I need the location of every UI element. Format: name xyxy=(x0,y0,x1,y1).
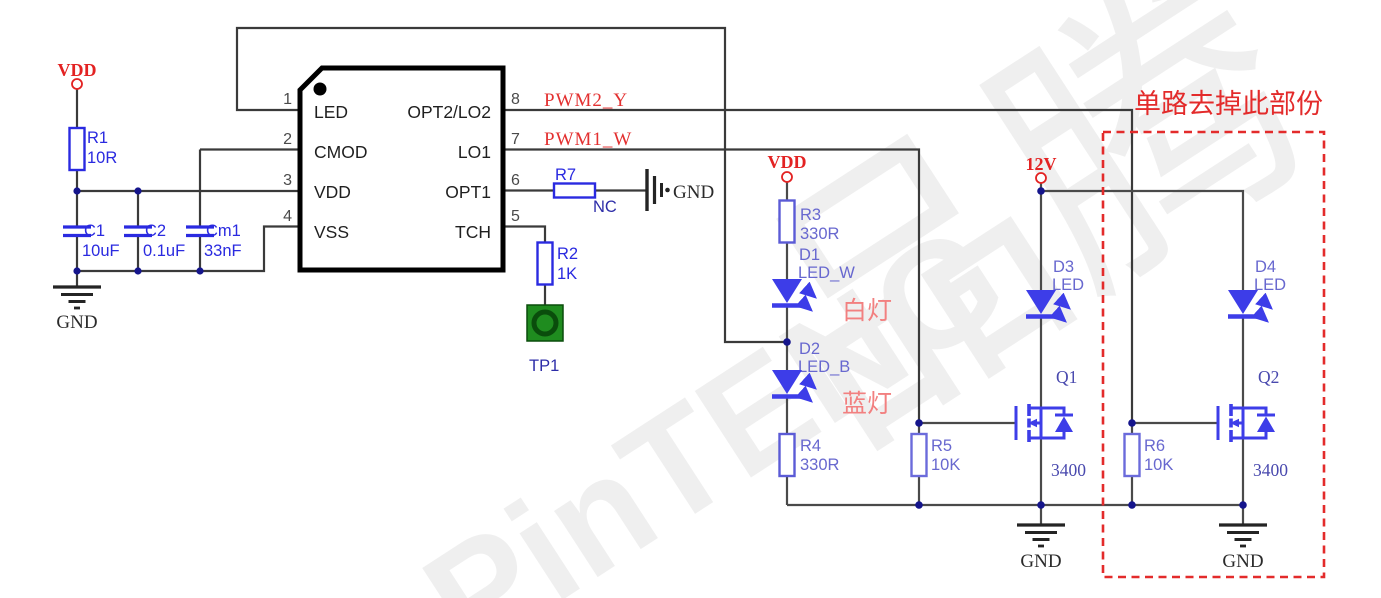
wire-12v-rail xyxy=(1041,189,1245,290)
gnd-opt1-label: GND xyxy=(673,182,714,203)
ic-pin-label-opt2: OPT2/LO2 xyxy=(407,102,491,122)
r6-value: 10K xyxy=(1144,456,1173,474)
r5-ref: R5 xyxy=(931,437,952,455)
ic-pin-label-vss: VSS xyxy=(314,222,349,242)
d1-name: LED_W xyxy=(798,264,855,282)
removal-dashed-box xyxy=(1101,130,1326,579)
wire-pin4-vss xyxy=(77,225,301,273)
cm1-ref: Cm1 xyxy=(206,222,241,240)
wire-pin1-led-net xyxy=(235,26,787,344)
vdd1-power-port xyxy=(71,78,83,90)
single-channel-removal-annotation: 单路去掉此部份 xyxy=(1101,89,1326,579)
resistor-r1 xyxy=(68,126,86,172)
resistor-r3 xyxy=(778,199,796,244)
d2-name: LED_B xyxy=(798,358,850,376)
d2-ref: D2 xyxy=(799,340,820,358)
q2-mosfet-symbol xyxy=(1216,402,1277,444)
tp1-pad-ring xyxy=(531,309,559,337)
wire-tch xyxy=(503,225,547,305)
r6-ref: R6 xyxy=(1144,437,1165,455)
net-label-pwm1: PWM1_W xyxy=(544,129,632,150)
pin-number-2: 2 xyxy=(283,131,292,148)
r4-ref: R4 xyxy=(800,437,821,455)
r2-value: 1K xyxy=(557,265,577,283)
tp1-label: TP1 xyxy=(529,357,559,375)
ic-pin-label-lo1: LO1 xyxy=(458,142,491,162)
vdd2-power-port xyxy=(781,171,793,183)
q2-value: 3400 xyxy=(1253,460,1288,480)
r5-value: 10K xyxy=(931,456,960,474)
resistor-r6 xyxy=(1123,432,1141,478)
nc-label: NC xyxy=(593,198,617,216)
resistor-r2 xyxy=(536,241,554,286)
wire-pwm1-net xyxy=(503,148,921,423)
d1-ref: D1 xyxy=(799,246,820,264)
wires xyxy=(75,26,1245,525)
vdd1-power-label: VDD xyxy=(58,60,97,80)
c2-value: 0.1uF xyxy=(143,242,185,260)
r3-ref: R3 xyxy=(800,206,821,224)
q1-ref: Q1 xyxy=(1056,367,1077,387)
c1-ref: C1 xyxy=(84,222,105,240)
gnd-q1-label: GND xyxy=(1020,551,1061,572)
touch-branch: R2 1K TP1 xyxy=(526,241,578,375)
cm1-value: 33nF xyxy=(204,242,242,260)
r2-ref: R2 xyxy=(557,245,578,263)
r4-value: 330R xyxy=(800,456,840,474)
ground-symbol-left xyxy=(51,285,103,310)
r7-ref: R7 xyxy=(555,166,576,184)
opt1-branch: R7 NC GND xyxy=(552,166,714,216)
pin-number-4: 4 xyxy=(283,208,292,225)
resistor-r4 xyxy=(778,432,796,478)
ic-pin-label-tch: TCH xyxy=(455,222,491,242)
d3-ref: D3 xyxy=(1053,258,1074,276)
c2-ref: C2 xyxy=(145,222,166,240)
resistor-r5 xyxy=(910,432,928,478)
pin-number-3: 3 xyxy=(283,172,292,189)
d4-ref: D4 xyxy=(1255,258,1276,276)
q2-ref: Q2 xyxy=(1258,367,1279,387)
r1-ref: R1 xyxy=(87,129,108,147)
ground-symbol-q1 xyxy=(1015,523,1067,548)
pin-number-6: 6 xyxy=(511,172,520,189)
pin-number-8: 8 xyxy=(511,91,520,108)
ic-body: LED CMOD VDD VSS OPT2/LO2 LO1 OPT1 TCH 1… xyxy=(283,65,520,273)
pin-number-5: 5 xyxy=(511,208,520,225)
junction-dots xyxy=(73,187,1247,509)
r1-value: 10R xyxy=(87,149,117,167)
d3-name: LED xyxy=(1052,276,1084,294)
channel2-section: R6 10K D4 LED Q2 3400 GND xyxy=(1123,258,1288,572)
ic-pin-label-led: LED xyxy=(314,102,348,122)
channel1-section: R5 10K 12V D3 LED Q1 3400 GND xyxy=(910,154,1086,572)
c1-value: 10uF xyxy=(82,242,120,260)
gnd1-label: GND xyxy=(56,312,97,333)
d2-chinese-note: 蓝灯 xyxy=(842,390,892,418)
ic-pin-label-cmod: CMOD xyxy=(314,142,367,162)
r3-value: 330R xyxy=(800,225,840,243)
supply-filter-section: VDD R1 10R C1 10uF C2 0.1uF Cm1 33nF GND xyxy=(51,60,242,333)
gnd-q2-label: GND xyxy=(1222,551,1263,572)
ic-pin-label-vdd: VDD xyxy=(314,182,351,202)
pin-number-7: 7 xyxy=(511,131,520,148)
ground-symbol-q2 xyxy=(1217,523,1269,548)
resistor-r7 xyxy=(552,182,597,199)
pin1-indicator-dot xyxy=(313,82,327,96)
ground-symbol-opt1 xyxy=(645,167,672,213)
vdd2-power-label: VDD xyxy=(768,152,807,172)
led-string-section: VDD R3 330R D1 LED_W 白灯 D2 LED_B 蓝灯 R4 3… xyxy=(768,152,892,478)
wire-pwm2-net xyxy=(503,108,1134,423)
12v-power-port xyxy=(1035,172,1047,184)
net-label-pwm2: PWM2_Y xyxy=(544,90,628,111)
12v-power-label: 12V xyxy=(1026,154,1057,174)
ic-pin-label-opt1: OPT1 xyxy=(445,182,491,202)
pin-number-1: 1 xyxy=(283,91,292,108)
d4-name: LED xyxy=(1254,276,1286,294)
removal-note-text: 单路去掉此部份 xyxy=(1134,89,1323,119)
d1-chinese-note: 白灯 xyxy=(842,297,892,325)
d4-led-symbol xyxy=(1228,290,1271,321)
q1-mosfet-symbol xyxy=(1014,402,1075,444)
q1-value: 3400 xyxy=(1051,460,1086,480)
